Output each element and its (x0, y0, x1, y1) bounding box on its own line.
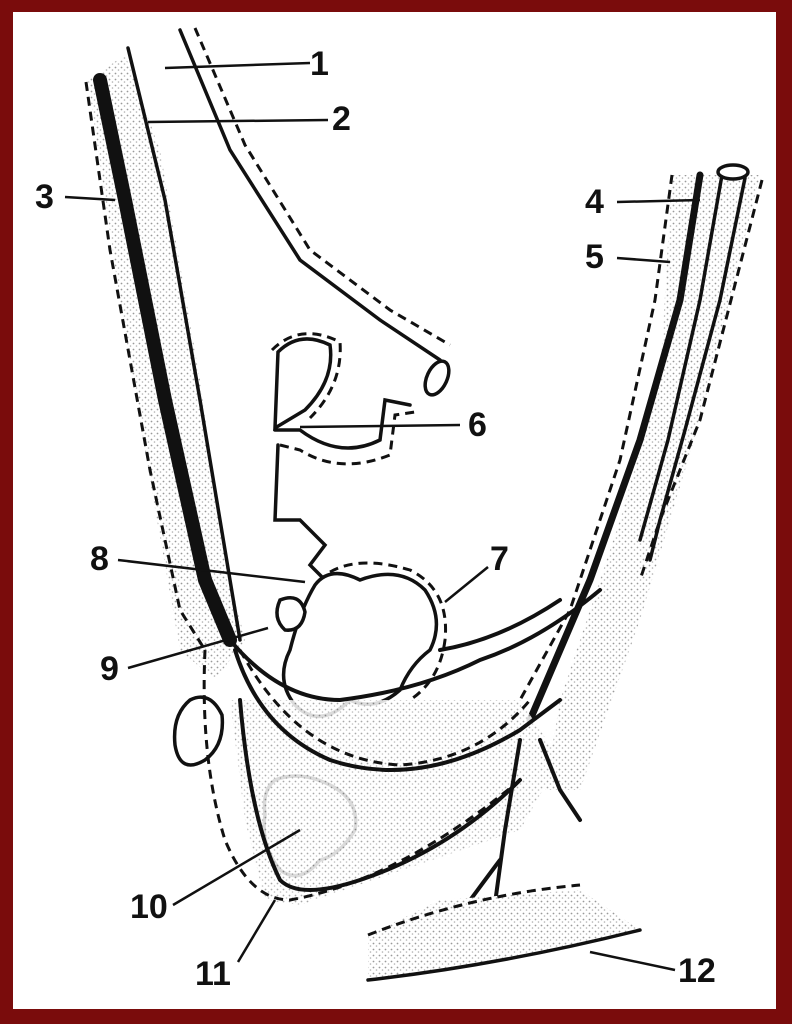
vessel-to-node (440, 600, 560, 650)
leader-12 (590, 952, 675, 970)
leader-2 (148, 120, 328, 122)
label-9: 9 (100, 650, 119, 688)
label-5: 5 (585, 238, 604, 276)
central-stalk-dashed (280, 412, 415, 464)
small-ring-top (420, 357, 453, 398)
leader-11 (238, 900, 275, 962)
label-12: 12 (678, 952, 716, 990)
label-2: 2 (332, 100, 351, 138)
leader-6 (300, 425, 460, 427)
label-3: 3 (35, 178, 54, 216)
label-6: 6 (468, 406, 487, 444)
tube-opening (718, 165, 748, 179)
label-8: 8 (90, 540, 109, 578)
leader-7 (445, 567, 488, 602)
leader-1 (165, 63, 310, 68)
label-4: 4 (585, 183, 604, 221)
leader-5 (617, 258, 670, 262)
label-7: 7 (490, 540, 509, 578)
central-neck (275, 445, 325, 580)
central-loop-upper (275, 339, 331, 428)
label-10: 10 (130, 888, 168, 926)
bottom-plate-band (368, 890, 640, 980)
central-stalk (275, 400, 410, 448)
left-lobe-node (175, 697, 223, 765)
label-11: 11 (195, 955, 231, 993)
label-1: 1 (310, 45, 329, 83)
small-lymph-node (277, 598, 305, 630)
